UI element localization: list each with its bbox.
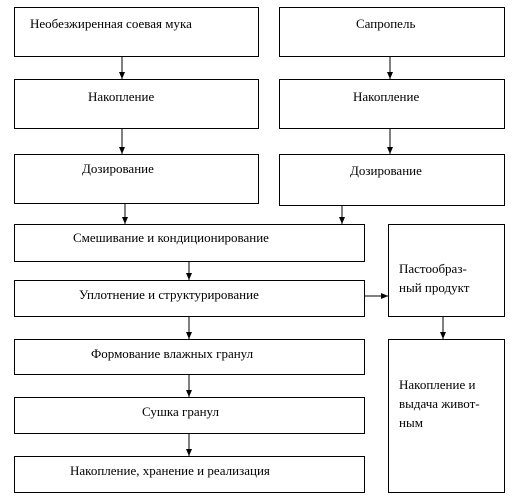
- box-drying-label: Сушка гранул: [142, 404, 219, 419]
- paste-product-line-1: Пастообраз-: [399, 261, 467, 276]
- box-forming: Формование влажных гранул: [14, 339, 365, 375]
- box-mixing: Смешивание и кондиционирование: [14, 224, 365, 262]
- box-forming-label: Формование влажных гранул: [91, 346, 254, 361]
- box-sapropel-accumulation-label: Накопление: [353, 89, 420, 104]
- box-dispatch: Накопление и выдача живот- ным: [388, 339, 505, 493]
- box-final-label: Накопление, хранение и реализация: [70, 463, 270, 478]
- box-dispatch-text: Накопление и выдача живот- ным: [399, 375, 480, 432]
- box-sapropel-dosing: Дозирование: [279, 154, 505, 206]
- box-paste-product-text: Пастообраз- ный продукт: [399, 259, 469, 297]
- box-flour-accumulation-label: Накопление: [88, 89, 155, 104]
- box-flour-accumulation: Накопление: [14, 79, 259, 129]
- box-flour-dosing-label: Дозирование: [82, 161, 154, 176]
- box-soy-flour: Необезжиренная соевая мука: [14, 7, 259, 57]
- dispatch-line-3: ным: [399, 415, 423, 430]
- box-final: Накопление, хранение и реализация: [14, 456, 365, 493]
- box-paste-product: Пастообраз- ный продукт: [388, 224, 505, 317]
- box-flour-dosing: Дозирование: [14, 154, 259, 204]
- paste-product-line-2: ный продукт: [399, 280, 470, 295]
- box-compaction-label: Уплотнение и структурирование: [79, 287, 259, 302]
- box-sapropel: Сапропель: [279, 7, 505, 57]
- box-soy-flour-label: Необезжиренная соевая мука: [30, 16, 192, 31]
- box-sapropel-accumulation: Накопление: [279, 79, 505, 129]
- box-sapropel-label: Сапропель: [356, 16, 416, 31]
- box-compaction: Уплотнение и структурирование: [14, 280, 365, 317]
- box-sapropel-dosing-label: Дозирование: [350, 163, 422, 178]
- dispatch-line-2: выдача живот-: [399, 396, 480, 411]
- box-mixing-label: Смешивание и кондиционирование: [73, 230, 269, 245]
- box-drying: Сушка гранул: [14, 397, 365, 434]
- dispatch-line-1: Накопление и: [399, 377, 476, 392]
